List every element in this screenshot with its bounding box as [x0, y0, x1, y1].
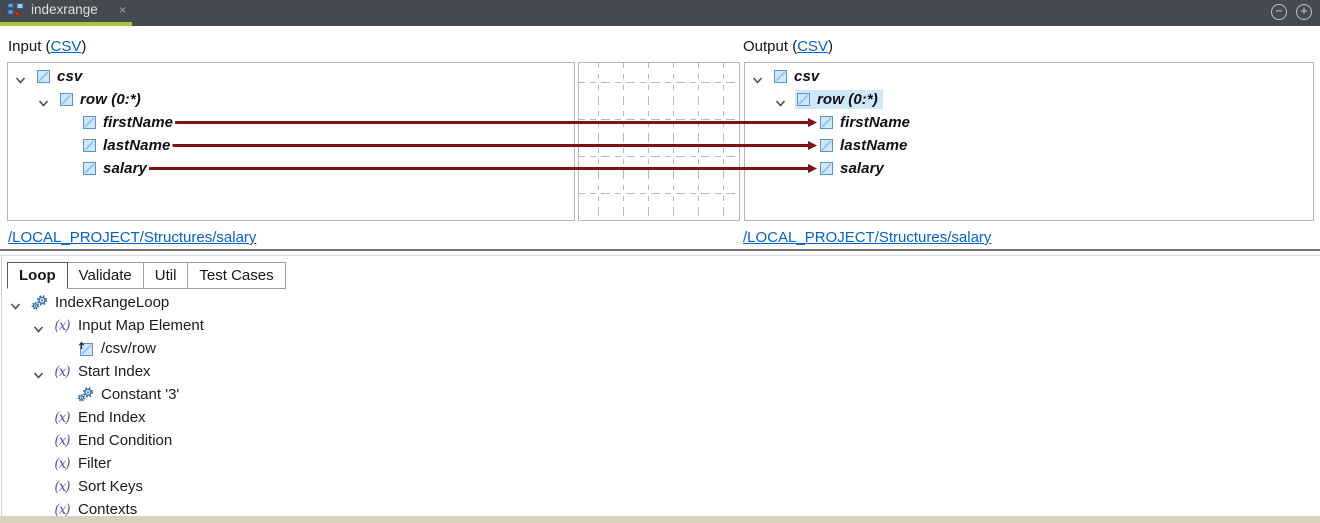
loop-tree-item-filter[interactable]: (x) Filter: [0, 452, 740, 475]
element-label: row (0:*): [80, 91, 141, 108]
element-label: lastName: [840, 137, 908, 154]
element-label: firstName: [103, 114, 174, 131]
element-icon: [83, 116, 96, 129]
chevron-down-icon[interactable]: [14, 72, 27, 84]
input-structure-link[interactable]: /LOCAL_PROJECT/Structures/salary: [8, 229, 257, 246]
lower-panel-left-border: [1, 256, 2, 518]
element-icon: [820, 116, 833, 129]
element-label: firstName: [840, 114, 911, 131]
output-panel-title: Output (CSV): [743, 38, 834, 55]
element-label: lastName: [103, 137, 171, 154]
loop-item-label: End Condition: [78, 432, 173, 449]
element-icon: [83, 139, 96, 152]
document-tab-indexrange[interactable]: indexrange ×: [0, 0, 132, 26]
loop-item-label: End Index: [78, 409, 146, 426]
loop-tree-item-indexrangeloop[interactable]: IndexRangeLoop: [0, 291, 740, 314]
chevron-down-icon[interactable]: [9, 298, 22, 310]
loop-tree-item-input-map-element[interactable]: (x) Input Map Element: [0, 314, 740, 337]
output-tree-item-lastname[interactable]: lastName: [745, 134, 1313, 157]
lower-panel-top-border: [0, 255, 1320, 256]
loop-properties-tree: IndexRangeLoop (x) Input Map Element/csv/r…: [0, 291, 740, 521]
element-icon: [60, 93, 73, 106]
element-icon: [820, 162, 833, 175]
output-tree-item-csv[interactable]: csv: [745, 65, 1313, 88]
input-panel-title: Input (CSV): [8, 38, 87, 55]
expression-fx-icon: (x): [54, 409, 70, 426]
loop-item-label: Sort Keys: [78, 478, 144, 495]
horizontal-sash[interactable]: [0, 249, 1320, 251]
chevron-down-icon[interactable]: [32, 367, 45, 379]
expression-fx-icon: (x): [54, 478, 70, 495]
expression-fx-icon: (x): [54, 317, 70, 334]
input-csv-link[interactable]: CSV: [50, 38, 82, 55]
element-label: csv: [794, 68, 820, 85]
tab-test-cases[interactable]: Test Cases: [187, 262, 286, 289]
element-icon: [797, 93, 810, 106]
input-element-icon: [76, 341, 94, 356]
document-tab-title: indexrange: [31, 2, 98, 17]
loop-item-label: Filter: [78, 455, 112, 472]
loop-tree-item-start-index[interactable]: (x) Start Index: [0, 360, 740, 383]
element-label: salary: [840, 160, 884, 177]
mapping-gutter-panel: [578, 62, 740, 221]
loop-tree-item-csv-row[interactable]: /csv/row: [0, 337, 740, 360]
gears-icon: [76, 387, 94, 402]
expression-fx-icon: (x): [54, 432, 70, 449]
input-tree-item-row-0[interactable]: row (0:*): [8, 88, 574, 111]
element-icon: [820, 139, 833, 152]
input-tree-item-salary[interactable]: salary: [8, 157, 574, 180]
input-tree-item-lastname[interactable]: lastName: [8, 134, 574, 157]
dashed-grid: [579, 63, 739, 220]
chevron-down-icon[interactable]: [37, 95, 50, 107]
output-structure-panel: csv row (0:*) firstName lastName salary: [744, 62, 1314, 221]
expand-icon[interactable]: +: [1296, 4, 1312, 20]
chevron-down-icon[interactable]: [774, 95, 787, 107]
titlebar: indexrange × − +: [0, 0, 1320, 26]
loop-item-label: Input Map Element: [78, 317, 204, 334]
loop-tree-item-end-index[interactable]: (x) End Index: [0, 406, 740, 429]
input-structure-panel: csv row (0:*) firstName lastName salary: [7, 62, 575, 221]
output-tree-item-row-0[interactable]: row (0:*): [745, 88, 1313, 111]
input-tree-item-firstname[interactable]: firstName: [8, 111, 574, 134]
bottom-edge: [0, 516, 1320, 523]
loop-tree-item-contexts[interactable]: (x) Contexts: [0, 498, 740, 521]
loop-item-label: Start Index: [78, 363, 151, 380]
loop-item-label: /csv/row: [101, 340, 157, 357]
loop-tree-item-constant-3[interactable]: Constant '3': [0, 383, 740, 406]
mapping-document-icon: [7, 2, 24, 18]
loop-tree-item-end-condition[interactable]: (x) End Condition: [0, 429, 740, 452]
loop-item-label: IndexRangeLoop: [55, 294, 170, 311]
element-label: csv: [57, 68, 83, 85]
tab-validate[interactable]: Validate: [66, 262, 144, 289]
input-tree: csv row (0:*) firstName lastName salary: [8, 63, 574, 180]
loop-item-label: Contexts: [78, 501, 138, 518]
output-structure-link[interactable]: /LOCAL_PROJECT/Structures/salary: [743, 229, 992, 246]
chevron-down-icon[interactable]: [751, 72, 764, 84]
element-label: row (0:*): [817, 91, 878, 108]
element-label: salary: [103, 160, 147, 177]
element-icon: [774, 70, 787, 83]
gears-icon: [30, 295, 48, 310]
tab-util[interactable]: Util: [142, 262, 189, 289]
element-icon: [83, 162, 96, 175]
collapse-icon[interactable]: −: [1271, 4, 1287, 20]
expression-fx-icon: (x): [54, 501, 70, 518]
element-icon: [37, 70, 50, 83]
window-controls: − +: [1271, 4, 1312, 20]
output-tree-item-salary[interactable]: salary: [745, 157, 1313, 180]
output-tree-item-firstname[interactable]: firstName: [745, 111, 1313, 134]
expression-fx-icon: (x): [54, 363, 70, 380]
input-tree-item-csv[interactable]: csv: [8, 65, 574, 88]
output-tree: csv row (0:*) firstName lastName salary: [745, 63, 1313, 180]
loop-tree-item-sort-keys[interactable]: (x) Sort Keys: [0, 475, 740, 498]
tab-loop[interactable]: Loop: [7, 262, 68, 289]
expression-fx-icon: (x): [54, 455, 70, 472]
output-csv-link[interactable]: CSV: [797, 38, 829, 55]
loop-item-label: Constant '3': [101, 386, 180, 403]
close-icon[interactable]: ×: [118, 2, 126, 17]
chevron-down-icon[interactable]: [32, 321, 45, 333]
